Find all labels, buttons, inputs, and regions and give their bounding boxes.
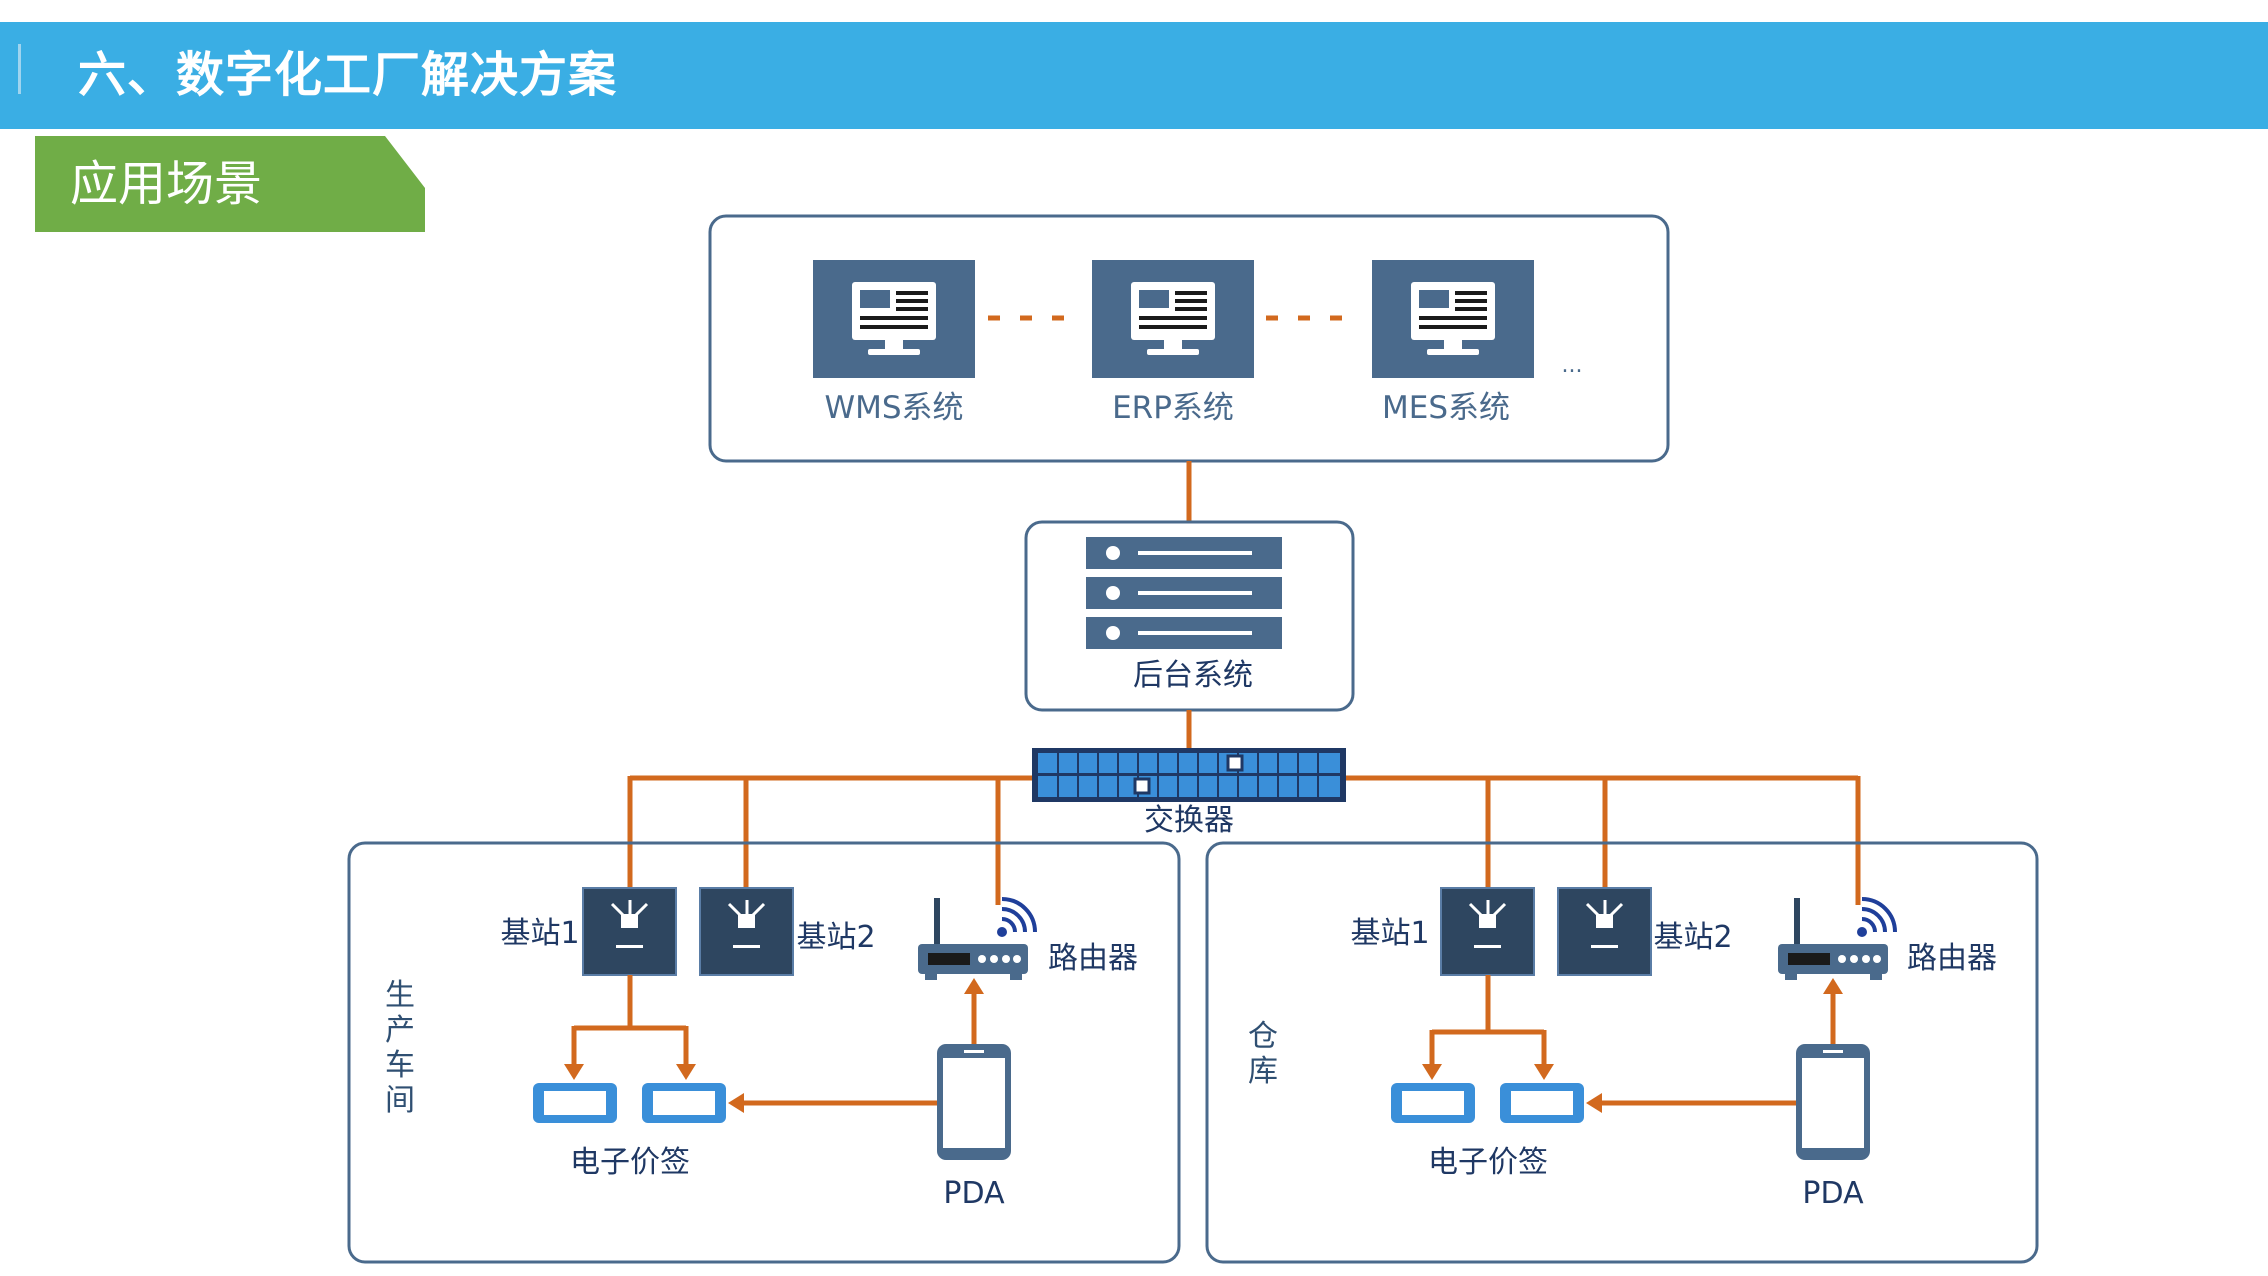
erp-system-node	[1092, 260, 1254, 378]
base-station-icon	[582, 887, 677, 976]
arrowhead	[1823, 978, 1843, 994]
server-icon	[1086, 537, 1282, 649]
arrowhead	[728, 1093, 744, 1113]
base-station-icon	[1557, 887, 1652, 976]
warehouse-box	[1205, 841, 2039, 1264]
wms-system-label: WMS系统	[824, 390, 963, 426]
station2-label: 基站2	[1653, 920, 1732, 955]
mes-system-label: MES系统	[1382, 390, 1510, 426]
pda-label: PDA	[1802, 1176, 1864, 1211]
electronic-shelf-label-icon	[533, 1083, 617, 1123]
arrowhead	[1586, 1093, 1602, 1113]
production-workshop-box	[347, 841, 1181, 1264]
station-to-tags-links	[1429, 975, 1547, 1066]
area-name-char: 产	[385, 1013, 415, 1048]
base-station-icon	[699, 887, 794, 976]
tags-label: 电子价签	[1428, 1145, 1548, 1180]
station1-label: 基站1	[500, 916, 579, 951]
switch-label: 交换器	[1144, 803, 1234, 838]
electronic-shelf-label-icon	[1500, 1083, 1584, 1123]
backend-label: 后台系统	[1133, 658, 1253, 693]
router-label: 路由器	[1907, 941, 1997, 976]
router-icon	[918, 897, 1037, 980]
monitor-icon	[852, 282, 936, 355]
arrowhead	[564, 1064, 584, 1080]
wms-system-node	[813, 260, 975, 378]
pda-icon	[1796, 1044, 1870, 1160]
pda-icon	[937, 1044, 1011, 1160]
area-name-char: 生	[385, 978, 415, 1013]
area-name-char: 仓	[1248, 1019, 1278, 1054]
monitor-icon	[1131, 282, 1215, 355]
monitor-icon	[1411, 282, 1495, 355]
arrowhead	[1422, 1064, 1442, 1080]
arrowhead	[1534, 1064, 1554, 1080]
pda-label: PDA	[943, 1176, 1005, 1211]
tags-label: 电子价签	[570, 1145, 690, 1180]
header-accent	[18, 44, 21, 94]
switch-icon	[1032, 748, 1346, 802]
station-to-tags-links	[571, 975, 689, 1066]
router-label: 路由器	[1048, 941, 1138, 976]
electronic-shelf-label-icon	[1391, 1083, 1475, 1123]
area-name-char: 车	[385, 1048, 415, 1083]
area-name-char: 库	[1248, 1054, 1278, 1089]
area-name-char: 间	[385, 1083, 415, 1118]
arrowhead	[964, 978, 984, 994]
electronic-shelf-label-icon	[642, 1083, 726, 1123]
station1-label: 基站1	[1350, 916, 1429, 951]
mes-system-node	[1372, 260, 1534, 378]
arrowhead	[676, 1064, 696, 1080]
page-title: 六、数字化工厂解决方案	[78, 47, 618, 103]
distribution-links	[627, 775, 1861, 905]
section-title: 应用场景	[70, 156, 263, 212]
section-tag	[35, 136, 425, 232]
base-station-icon	[1440, 887, 1535, 976]
router-icon	[1778, 897, 1897, 980]
erp-system-label: ERP系统	[1112, 390, 1234, 426]
station2-label: 基站2	[796, 920, 875, 955]
systems-more-label: ...	[1562, 353, 1583, 378]
header-bar	[0, 22, 2268, 129]
